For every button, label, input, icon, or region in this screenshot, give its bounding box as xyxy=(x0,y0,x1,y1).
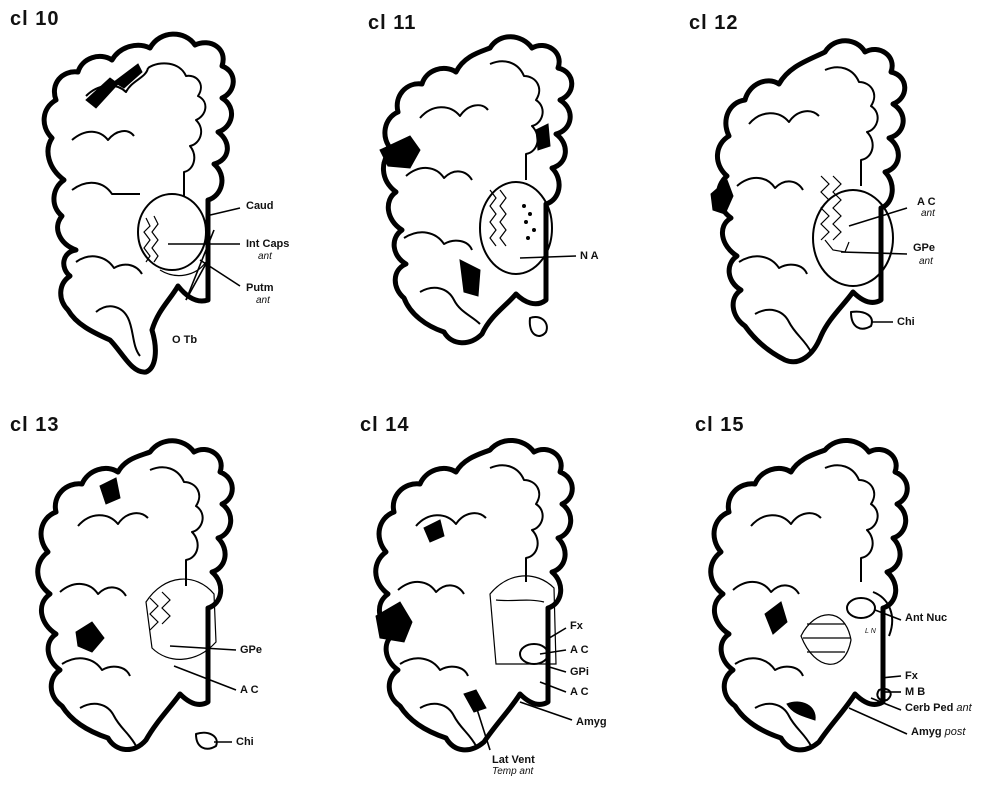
label-o-tb: O Tb xyxy=(172,334,197,346)
label-gpe: GPe xyxy=(913,242,935,254)
panel-cl10: cl 10 Caud Int Caps ant Putm ant O Tb xyxy=(0,0,330,400)
label-amyg-text: Amyg xyxy=(911,726,942,738)
label-cerb-ped-sub: ant xyxy=(956,702,971,714)
label-amyg: Amyg xyxy=(576,716,607,728)
label-ac: A C xyxy=(240,684,259,696)
panel-cl15: cl 15 Ant Nuc L N Fx M B Cerb Ped ant Am… xyxy=(675,402,1005,802)
label-putm-sub: ant xyxy=(256,295,270,306)
panel-cl12: cl 12 A C ant GPe ant Chi xyxy=(675,0,1005,400)
label-lat-vent-sub: Temp ant xyxy=(492,766,533,777)
coronal-section-cl14 xyxy=(340,402,670,802)
coronal-section-cl12 xyxy=(675,0,1005,400)
label-putm: Putm xyxy=(246,282,274,294)
label-gpi: GPi xyxy=(570,666,589,678)
panel-cl11: cl 11 N A xyxy=(340,0,670,400)
label-fx: Fx xyxy=(570,620,583,632)
label-cerb-ped: Cerb Ped ant xyxy=(905,702,972,714)
coronal-section-cl15 xyxy=(675,402,1005,802)
label-amyg-sub: post xyxy=(945,726,966,738)
label-gpe-sub: ant xyxy=(919,256,933,267)
label-caud: Caud xyxy=(246,200,274,212)
label-ac-sub: ant xyxy=(921,208,935,219)
label-cerb-ped-text: Cerb Ped xyxy=(905,702,953,714)
coronal-section-cl10 xyxy=(0,0,330,400)
label-amyg: Amyg post xyxy=(911,726,965,738)
label-ac: A C xyxy=(570,644,589,656)
label-ant-nuc: Ant Nuc xyxy=(905,612,947,624)
coronal-section-cl11 xyxy=(340,0,670,400)
label-chi: Chi xyxy=(236,736,254,748)
label-int-caps-sub: ant xyxy=(258,251,272,262)
label-na: N A xyxy=(580,250,599,262)
label-chi: Chi xyxy=(897,316,915,328)
label-mb: M B xyxy=(905,686,925,698)
label-int-caps: Int Caps xyxy=(246,238,289,250)
label-fx: Fx xyxy=(905,670,918,682)
panel-cl13: cl 13 GPe A C Chi xyxy=(0,402,330,802)
label-ac: A C xyxy=(917,196,936,208)
label-ln: L N xyxy=(865,628,876,635)
coronal-section-cl13 xyxy=(0,402,330,802)
label-ac: A C xyxy=(570,686,589,698)
label-lat-vent: Lat Vent xyxy=(492,754,535,766)
label-gpe: GPe xyxy=(240,644,262,656)
panel-cl14: cl 14 Fx A C GPi A C Amyg Lat Vent Temp … xyxy=(340,402,670,802)
